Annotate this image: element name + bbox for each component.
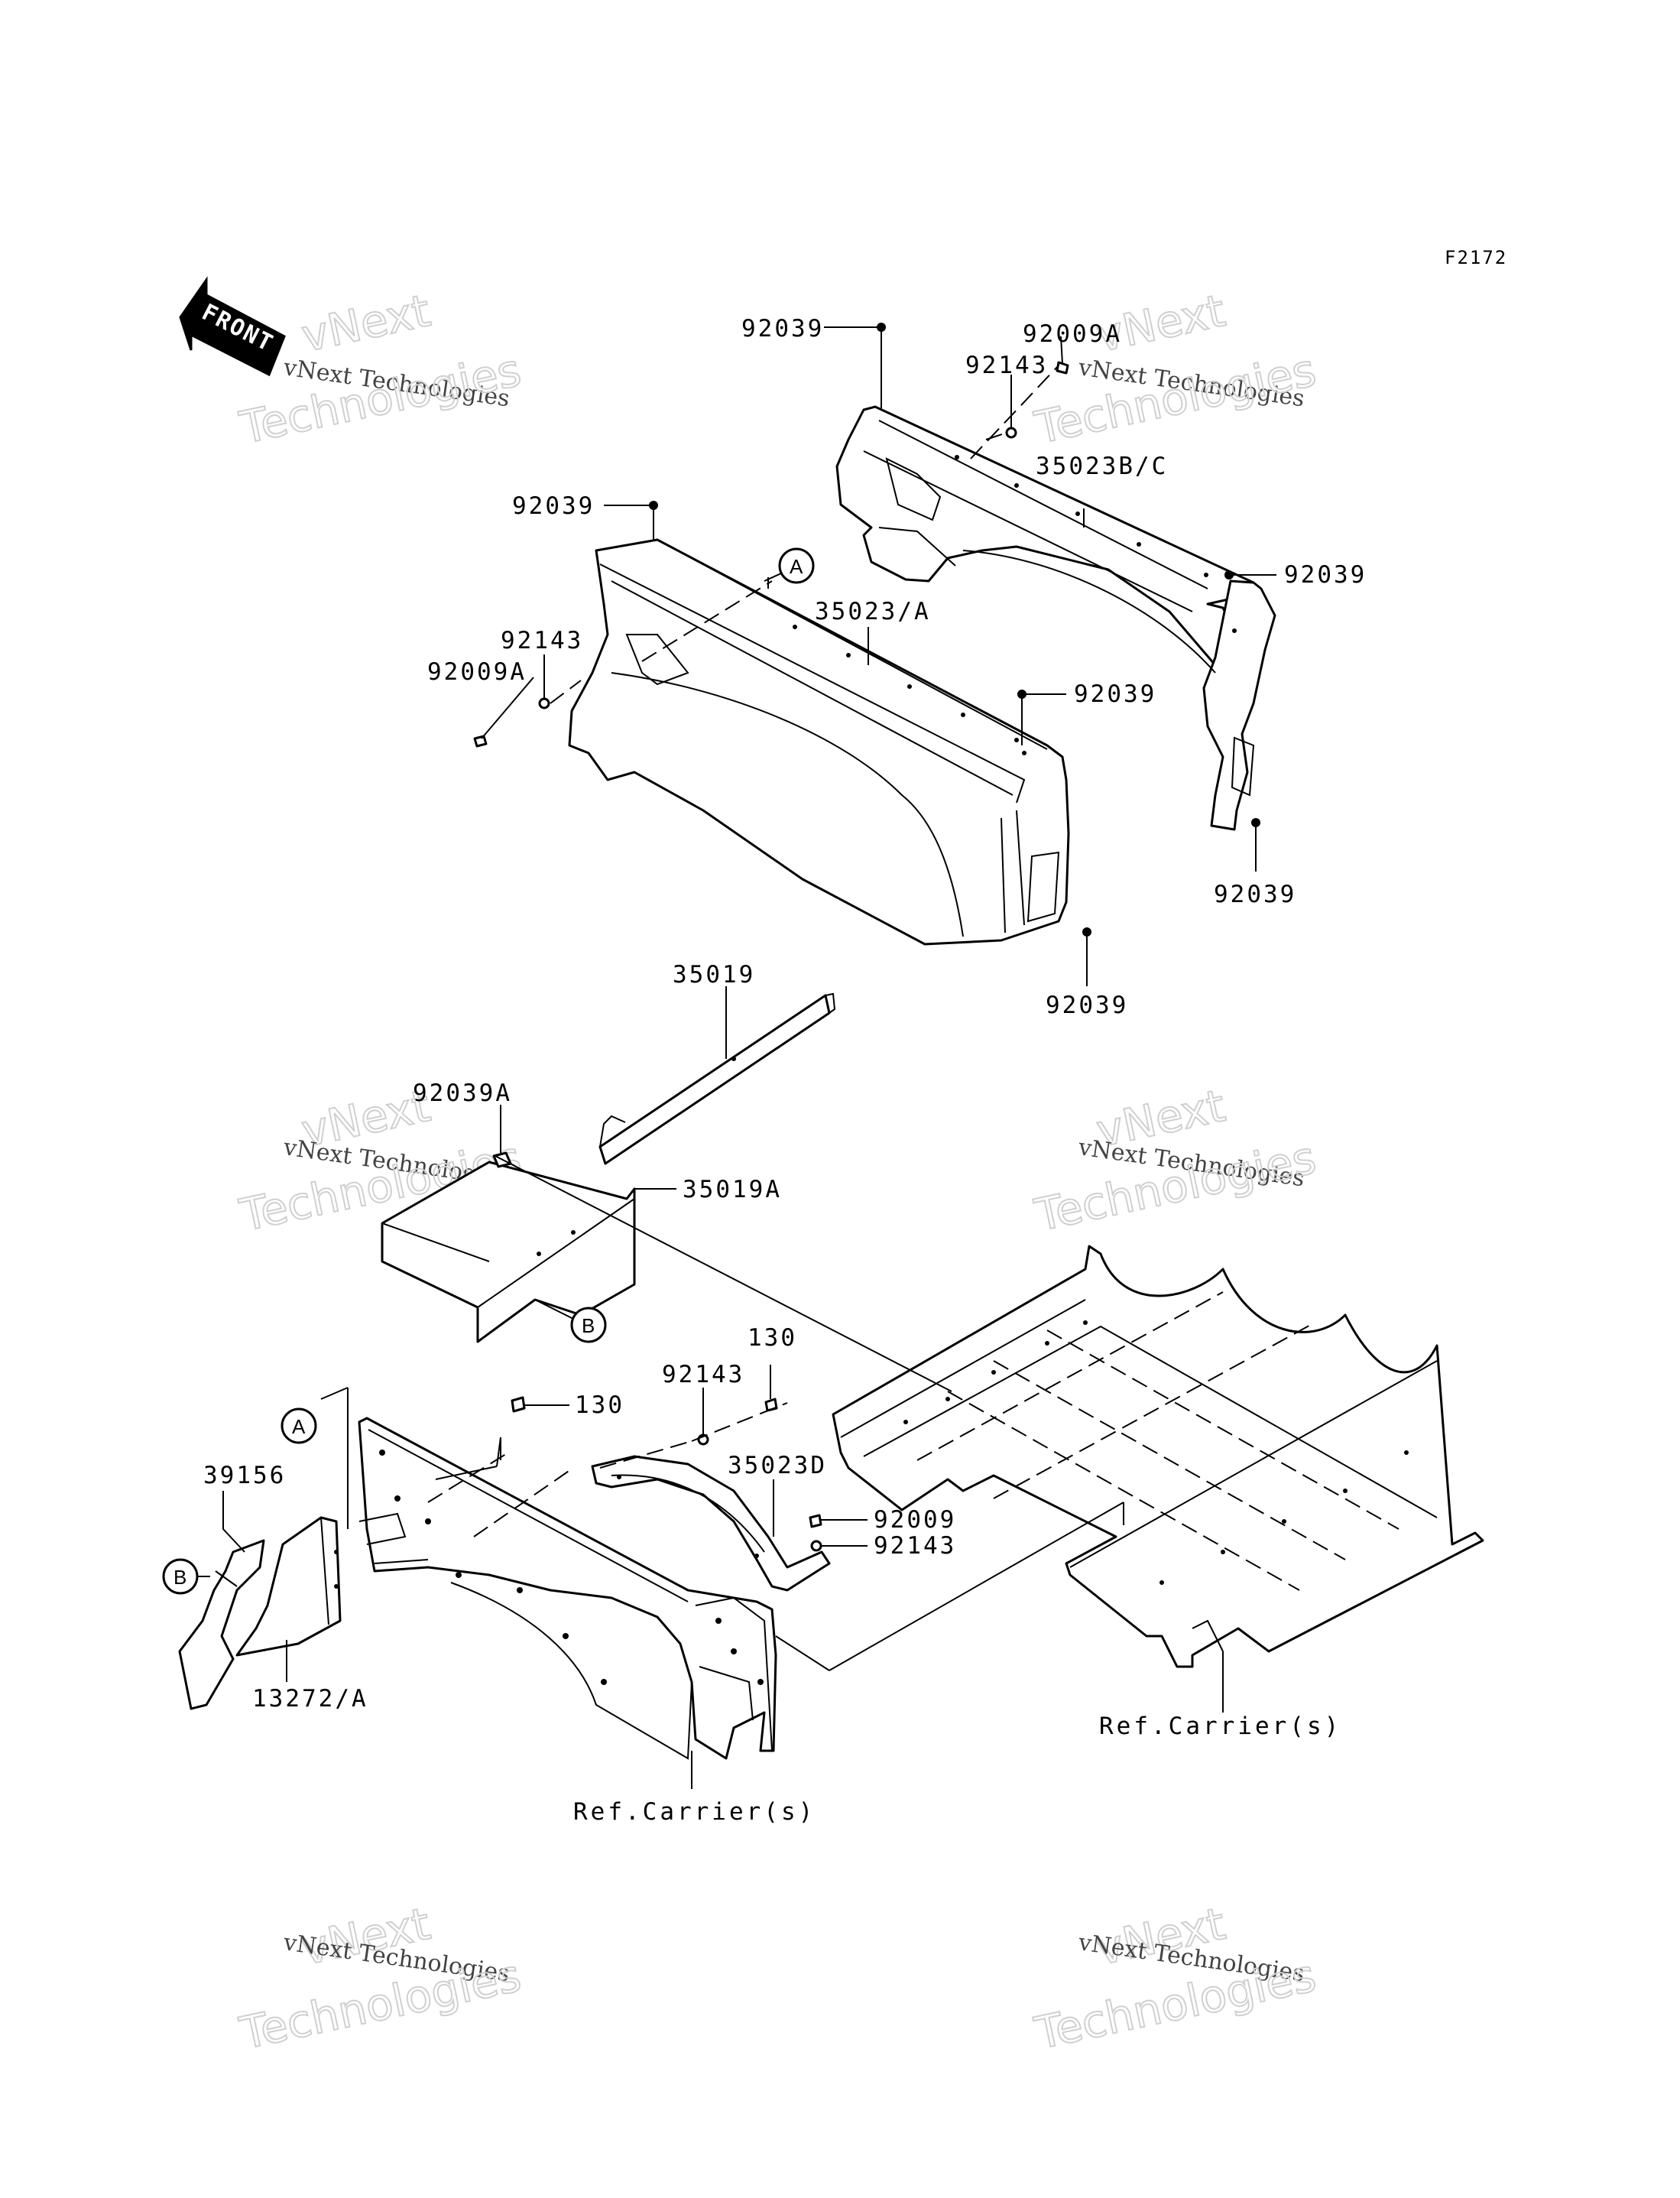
inner-fender-35023d — [591, 1455, 831, 1592]
label-130-left: 130 — [575, 1391, 624, 1419]
svg-text:Technologies: Technologies — [1030, 344, 1321, 454]
fastener-92143-rear — [1005, 427, 1017, 439]
label-35019: 35019 — [673, 961, 755, 989]
label-92039-front-right: 92039 — [1074, 680, 1156, 708]
svg-text:A: A — [292, 1415, 306, 1438]
left-carrier-panel — [358, 1417, 777, 1760]
label-92039-rear-bottom: 92039 — [1214, 881, 1296, 908]
svg-text:A: A — [790, 555, 803, 578]
svg-text:Technologies: Technologies — [235, 344, 526, 454]
rear-fender-35023bc — [835, 405, 1276, 831]
watermark-top-right: vNext vNext Technologies Technologies — [1030, 284, 1322, 455]
fastener-92039-rear-bottom — [1251, 818, 1260, 827]
watermark-bottom-left: vNext vNext Technologies Technologies — [235, 1897, 527, 2060]
label-92039-front-bottom: 92039 — [1046, 992, 1128, 1019]
svg-text:B: B — [174, 1566, 186, 1589]
watermark-mid-right: vNext vNext Technologies Technologies — [1030, 1079, 1322, 1242]
callout-b-mid: B — [534, 1299, 607, 1343]
label-92009a-front: 92009A — [427, 658, 527, 686]
label-ref-carrier-right: Ref.Carrier(s) — [1099, 1713, 1341, 1740]
figure-id: F2172 — [1445, 247, 1507, 268]
label-92143-front: 92143 — [501, 627, 583, 654]
strip-35019 — [598, 992, 836, 1165]
cargo-bed-floor — [832, 1245, 1484, 1668]
fastener-92009a-rear — [1056, 361, 1069, 375]
svg-text:B: B — [582, 1314, 595, 1337]
fastener-92039-front-bottom — [1082, 927, 1091, 937]
fastener-92143-front — [538, 697, 550, 709]
label-ref-carrier-left: Ref.Carrier(s) — [573, 1798, 816, 1826]
leader-lines — [215, 326, 1276, 1789]
watermark-top-left: vNext vNext Technologies Technologies — [235, 284, 527, 455]
label-92009a-rear: 92009A — [1023, 320, 1122, 348]
callout-b-bottom: B — [162, 1558, 210, 1595]
label-130-right: 130 — [748, 1324, 797, 1352]
seal-39156 — [178, 1539, 265, 1710]
label-35023a: 35023/A — [815, 598, 931, 625]
fastener-92009a-front — [473, 735, 488, 748]
bracket-13272a — [235, 1516, 342, 1657]
label-13272a: 13272/A — [252, 1685, 368, 1713]
label-92009: 92009 — [874, 1506, 956, 1534]
fastener-130-left — [511, 1396, 526, 1413]
label-39156: 39156 — [203, 1462, 286, 1489]
label-92039a: 92039A — [413, 1080, 512, 1107]
callout-a-bottom: A — [281, 1407, 317, 1444]
label-92039-front-top: 92039 — [512, 492, 595, 520]
label-35023bc: 35023B/C — [1036, 453, 1168, 480]
front-fender-35023a — [568, 538, 1070, 946]
front-direction-arrow: FRONT — [179, 276, 286, 377]
label-35019a: 35019A — [683, 1176, 782, 1203]
watermark-bottom-right: vNext vNext Technologies Technologies — [1030, 1897, 1322, 2060]
label-35023d: 35023D — [728, 1452, 827, 1479]
fastener-92143-low — [810, 1540, 822, 1552]
fastener-92009 — [809, 1514, 822, 1528]
svg-text:vNext: vNext — [297, 284, 435, 362]
callout-a-top: A — [764, 547, 815, 584]
label-92039-rear-top: 92039 — [741, 315, 824, 343]
label-92143-mid: 92143 — [662, 1361, 744, 1388]
label-92143-rear: 92143 — [965, 352, 1048, 379]
label-92143-low: 92143 — [874, 1532, 956, 1560]
label-92039-rear-right: 92039 — [1284, 561, 1367, 589]
